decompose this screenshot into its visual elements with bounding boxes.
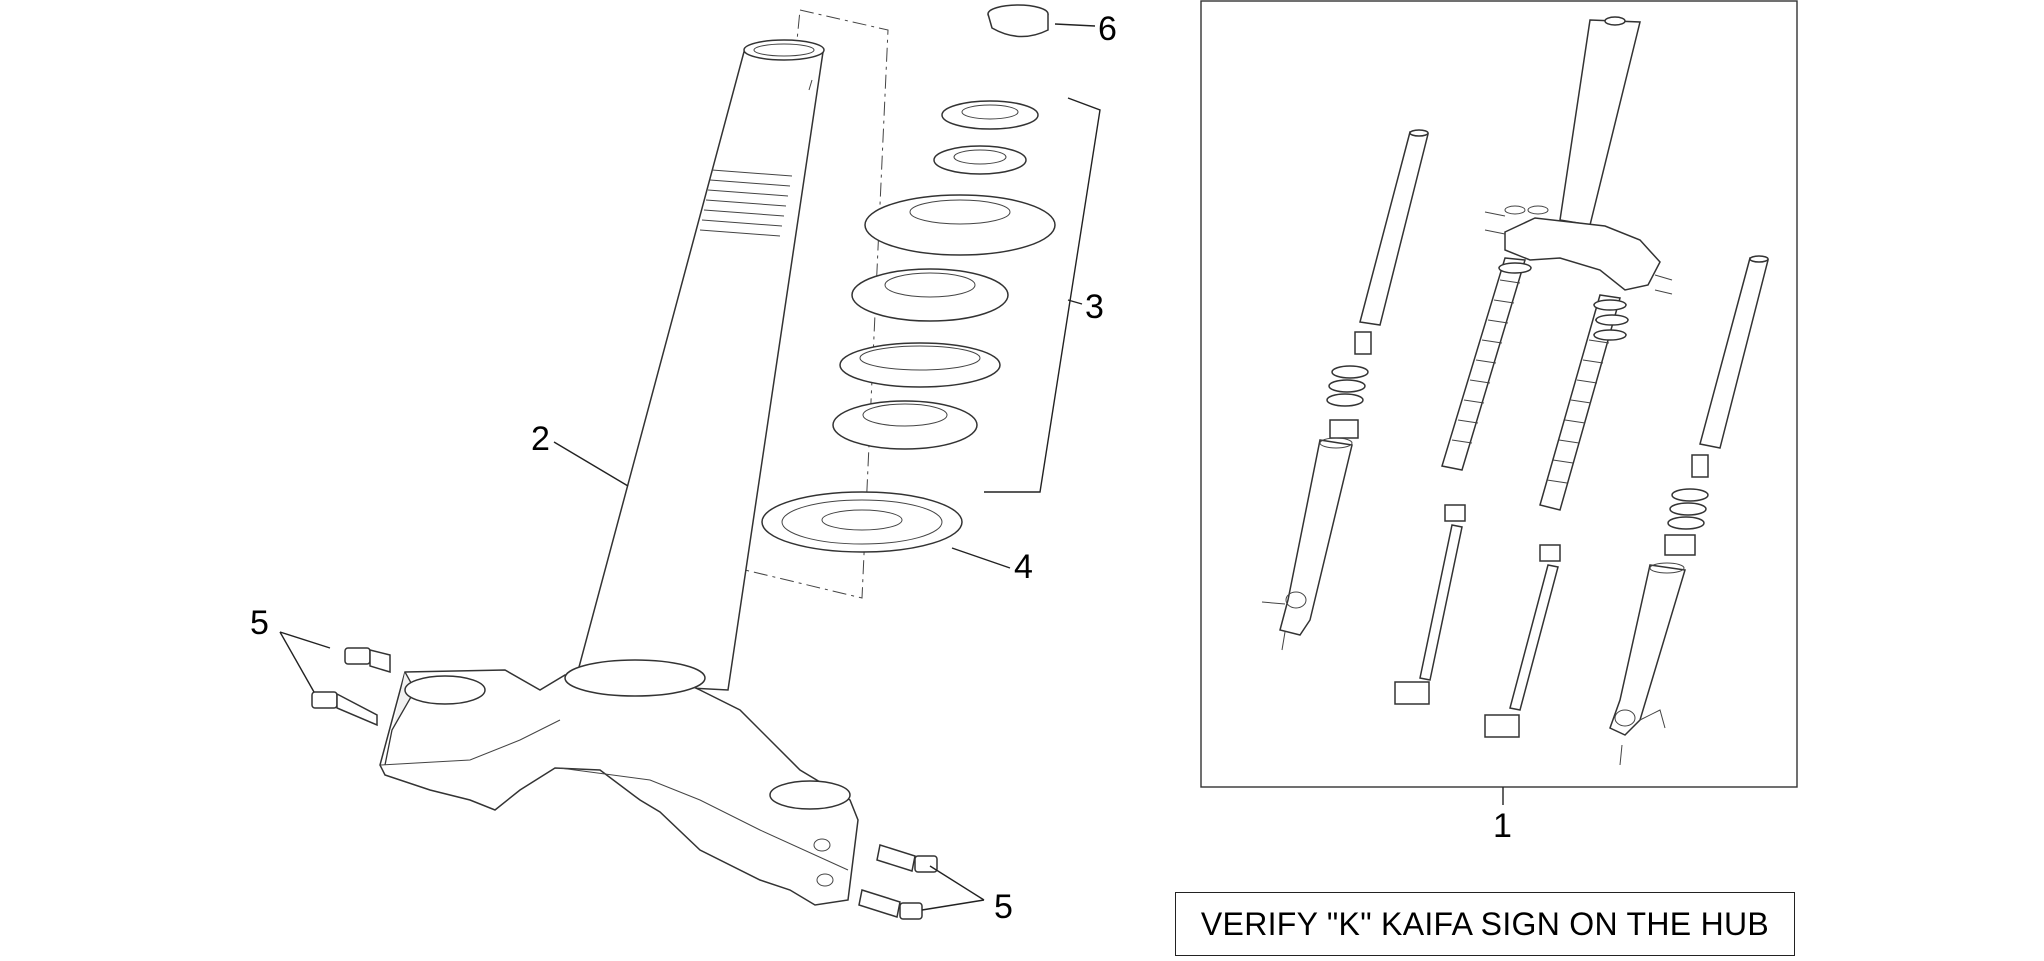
bolt-left-lower bbox=[311, 691, 378, 727]
callout-5-right: 5 bbox=[994, 888, 1013, 926]
callout-5-left: 5 bbox=[250, 604, 269, 642]
fork-spring-right bbox=[1484, 294, 1621, 738]
callout-6: 6 bbox=[1098, 10, 1117, 48]
dust-cap bbox=[987, 4, 1049, 38]
bolt-right-lower bbox=[858, 889, 923, 920]
steering-stem-tube bbox=[574, 39, 825, 691]
bearing-race-lower bbox=[832, 400, 978, 450]
lower-triple-clamp bbox=[379, 659, 859, 906]
callout-2: 2 bbox=[531, 420, 550, 458]
callout-4: 4 bbox=[1014, 548, 1033, 586]
fork-assembly-frame bbox=[1200, 0, 1798, 788]
callout-1: 1 bbox=[1493, 807, 1512, 845]
lower-bearing-cup bbox=[761, 491, 963, 553]
steering-stem-drawing: 2 6 3 4 5 5 bbox=[250, 4, 1117, 926]
fork-assembly-drawing: 1 bbox=[1200, 0, 1798, 845]
bearing-race-upper bbox=[851, 268, 1009, 322]
head-bearing-set bbox=[832, 100, 1056, 450]
bolt-left-upper bbox=[344, 647, 391, 674]
note-text: VERIFY "K" KAIFA SIGN ON THE HUB bbox=[1200, 905, 1770, 942]
leader-lines-left bbox=[279, 23, 1101, 911]
note-box: VERIFY "K" KAIFA SIGN ON THE HUB bbox=[1175, 892, 1795, 956]
callout-3: 3 bbox=[1085, 288, 1104, 326]
lock-nut-lower bbox=[933, 145, 1027, 175]
washer-large bbox=[864, 194, 1056, 256]
bolt-right-upper bbox=[876, 844, 938, 873]
fork-spring-left bbox=[1394, 257, 1526, 705]
bearing-seal bbox=[839, 342, 1001, 388]
